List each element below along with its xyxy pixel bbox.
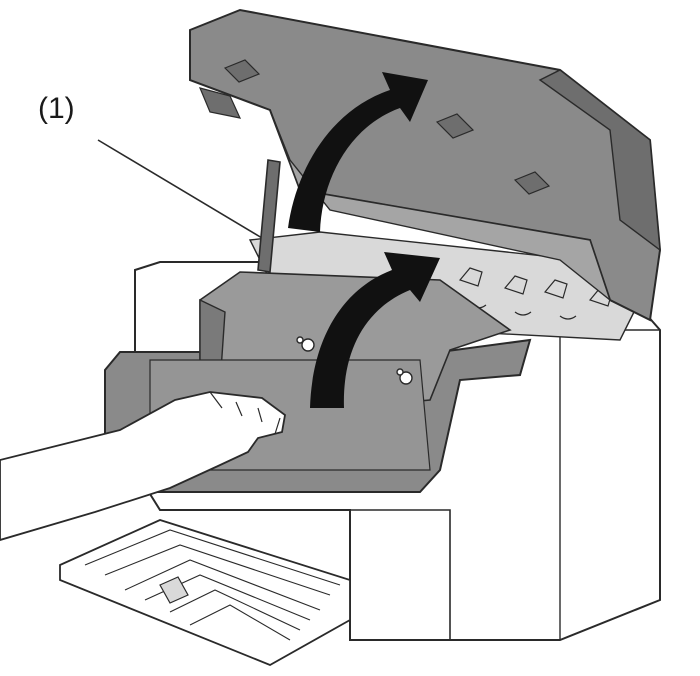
drum-rollers — [296, 336, 413, 385]
up-arrow-icon — [310, 252, 440, 408]
callout-label-1: (1) — [38, 92, 75, 125]
paper-tray — [59, 519, 351, 666]
hand-fingers — [209, 391, 281, 435]
top-cover-flap — [538, 69, 661, 252]
paper-tray-ribs — [84, 529, 341, 641]
paper-guide — [159, 576, 189, 604]
callout-leader-line — [97, 139, 263, 239]
inner-gears — [458, 267, 613, 320]
hand — [0, 391, 286, 541]
up-arrow-icon — [288, 72, 428, 232]
top-cover-details — [198, 59, 551, 195]
top-cover — [189, 8, 662, 322]
printer-body-front-edge — [350, 509, 451, 640]
top-cover-inner — [269, 109, 612, 303]
support-arm — [257, 159, 281, 273]
